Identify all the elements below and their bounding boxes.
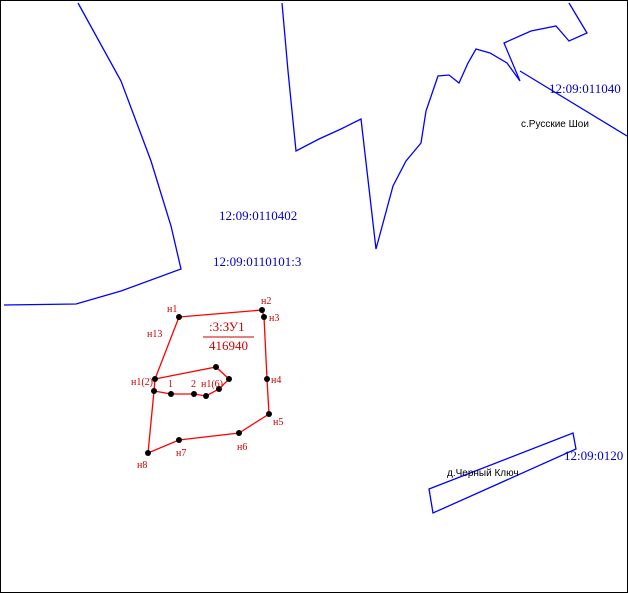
point-labels: н1 н2 н3 н4 н5 н6 н7 н8 н13 н1(2) 1 2 н1…: [131, 296, 283, 471]
parcel-points: [145, 307, 272, 456]
label-n2: н2: [261, 296, 271, 307]
point-inner-b: [216, 386, 222, 392]
label-n3: н3: [269, 313, 279, 324]
point-n4: [264, 376, 270, 382]
label-n13: н13: [147, 329, 162, 340]
boundary-left-block: [3, 2, 182, 306]
boundary-black-key: [428, 432, 577, 514]
cad-label-011040: 12:09:011040: [549, 81, 621, 96]
label-n8: н8: [137, 460, 147, 471]
point-n2: [259, 307, 265, 313]
point-inner-a: [203, 393, 209, 399]
boundary-east-line: [519, 70, 627, 137]
point-n6: [236, 430, 242, 436]
parcel-designation: :3:ЗУ1 416940: [203, 319, 254, 353]
label-n6: н6: [237, 442, 247, 453]
point-n5: [266, 411, 272, 417]
point-2: [191, 391, 197, 397]
label-n7: н7: [176, 448, 186, 459]
point-n8: [145, 450, 151, 456]
settlement-labels: с.Русские Шои д.Черный Ключ: [447, 119, 589, 479]
settlement-russkie-shoi: с.Русские Шои: [521, 119, 589, 130]
point-1: [168, 391, 174, 397]
label-n5: н5: [273, 417, 283, 428]
point-n13: [152, 376, 158, 382]
cad-label-0110402: 12:09:0110402: [219, 208, 297, 223]
label-n1: н1: [167, 304, 177, 315]
cad-label-0120: 12:09:0120: [564, 448, 623, 463]
point-n7: [176, 437, 182, 443]
label-n4: н4: [271, 375, 281, 386]
parcel-area: 416940: [209, 338, 248, 353]
point-inner-c: [226, 376, 232, 382]
parcel-id: :3:ЗУ1: [209, 319, 245, 334]
cadastral-labels: 12:09:0110402 12:09:0110101:3 12:09:0110…: [213, 81, 623, 463]
cad-label-0110101-3: 12:09:0110101:3: [213, 254, 301, 269]
point-n3: [261, 314, 267, 320]
label-1: 1: [168, 379, 173, 390]
label-2: 2: [191, 379, 196, 390]
label-n1-6: н1(6): [201, 379, 223, 390]
point-inner-d: [213, 364, 219, 370]
boundary-central-block: [281, 2, 588, 250]
point-n1: [176, 314, 182, 320]
cadastral-boundaries: [3, 2, 627, 514]
point-n1-2: [151, 388, 157, 394]
label-n1-2: н1(2): [131, 377, 153, 388]
settlement-cherny-klyuch: д.Черный Ключ: [447, 468, 519, 479]
